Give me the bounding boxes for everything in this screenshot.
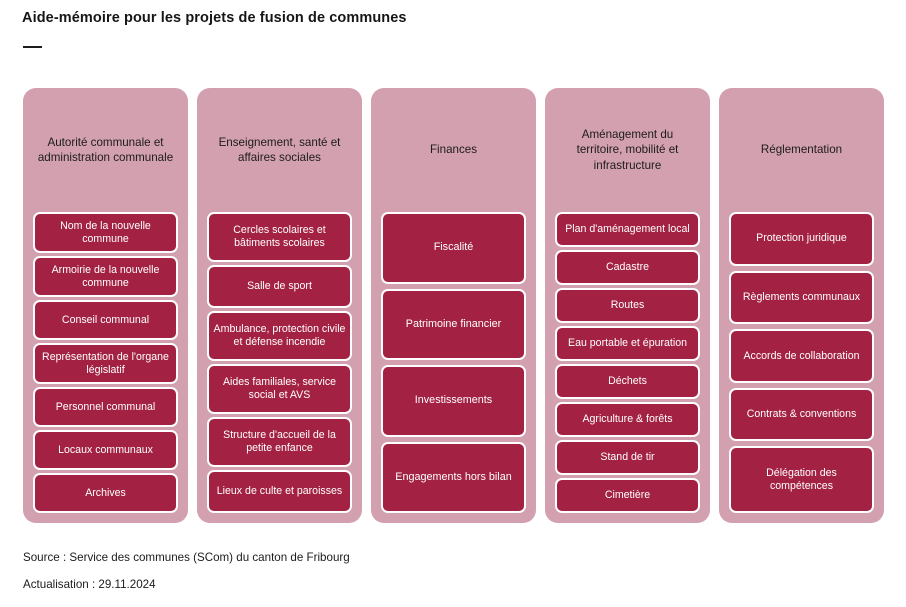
topic-item[interactable]: Protection juridique <box>729 212 874 266</box>
column-title: Enseignement, santé et affaires sociales <box>218 135 341 164</box>
category-column-amenagement-territoire: Aménagement du territoire, mobilité et i… <box>545 88 710 523</box>
topic-item[interactable]: Délégation des compétences <box>729 446 874 513</box>
topic-item[interactable]: Investissements <box>381 365 526 437</box>
topic-item[interactable]: Locaux communaux <box>33 430 178 470</box>
topic-item[interactable]: Personnel communal <box>33 387 178 427</box>
column-item-list: Nom de la nouvelle commune Armoirie de l… <box>33 212 178 513</box>
topic-item[interactable]: Plan d'aménagement local <box>555 212 700 247</box>
footer: Source : Service des communes (SCom) du … <box>23 552 350 590</box>
column-title: Réglementation <box>760 143 843 157</box>
column-item-list: Protection juridique Règlements communau… <box>729 212 874 513</box>
footer-source: Source : Service des communes (SCom) du … <box>23 551 350 564</box>
category-column-autorite-communale: Autorité communale et administration com… <box>23 88 188 523</box>
topic-item[interactable]: Ambulance, protection civile et défense … <box>207 311 352 361</box>
column-title: Finances <box>429 143 478 157</box>
topic-item[interactable]: Cadastre <box>555 250 700 285</box>
column-item-list: Plan d'aménagement local Cadastre Routes… <box>555 212 700 513</box>
page-title: Aide-mémoire pour les projets de fusion … <box>22 10 407 26</box>
topic-item[interactable]: Nom de la nouvelle commune <box>33 212 178 253</box>
topic-item[interactable]: Cercles scolaires et bâtiments scolaires <box>207 212 352 262</box>
topic-item[interactable]: Représentation de l'organe législatif <box>33 343 178 384</box>
category-column-enseignement-sante: Enseignement, santé et affaires sociales… <box>197 88 362 523</box>
topic-item[interactable]: Archives <box>33 473 178 513</box>
topic-item[interactable]: Routes <box>555 288 700 323</box>
topic-item[interactable]: Stand de tir <box>555 440 700 475</box>
topic-item[interactable]: Fiscalité <box>381 212 526 284</box>
topic-item[interactable]: Armoirie de la nouvelle commune <box>33 256 178 297</box>
topic-item[interactable]: Déchets <box>555 364 700 399</box>
topic-item[interactable]: Salle de sport <box>207 265 352 308</box>
category-columns: Autorité communale et administration com… <box>23 88 884 523</box>
column-item-list: Fiscalité Patrimoine financier Investiss… <box>381 212 526 513</box>
category-column-finances: Finances Fiscalité Patrimoine financier … <box>371 88 536 523</box>
topic-item[interactable]: Patrimoine financier <box>381 288 526 360</box>
topic-item[interactable]: Contrats & conventions <box>729 387 874 442</box>
category-column-reglementation: Réglementation Protection juridique Règl… <box>719 88 884 523</box>
topic-item[interactable]: Eau portable et épuration <box>555 326 700 361</box>
footer-updated: Actualisation : 29.11.2024 <box>23 577 156 591</box>
topic-item[interactable]: Agriculture & forêts <box>555 402 700 437</box>
column-title: Aménagement du territoire, mobilité et i… <box>576 127 679 172</box>
column-item-list: Cercles scolaires et bâtiments scolaires… <box>207 212 352 513</box>
title-rule-divider <box>23 46 42 48</box>
topic-item[interactable]: Lieux de culte et paroisses <box>207 470 352 513</box>
column-title: Autorité communale et administration com… <box>37 135 174 164</box>
topic-item[interactable]: Cimetière <box>555 478 700 513</box>
topic-item[interactable]: Structure d'accueil de la petite enfance <box>207 417 352 467</box>
topic-item[interactable]: Règlements communaux <box>729 270 874 325</box>
topic-item[interactable]: Accords de collaboration <box>729 329 874 383</box>
topic-item[interactable]: Aides familiales, service social et AVS <box>207 364 352 414</box>
topic-item[interactable]: Engagements hors bilan <box>381 441 526 513</box>
topic-item[interactable]: Conseil communal <box>33 300 178 340</box>
